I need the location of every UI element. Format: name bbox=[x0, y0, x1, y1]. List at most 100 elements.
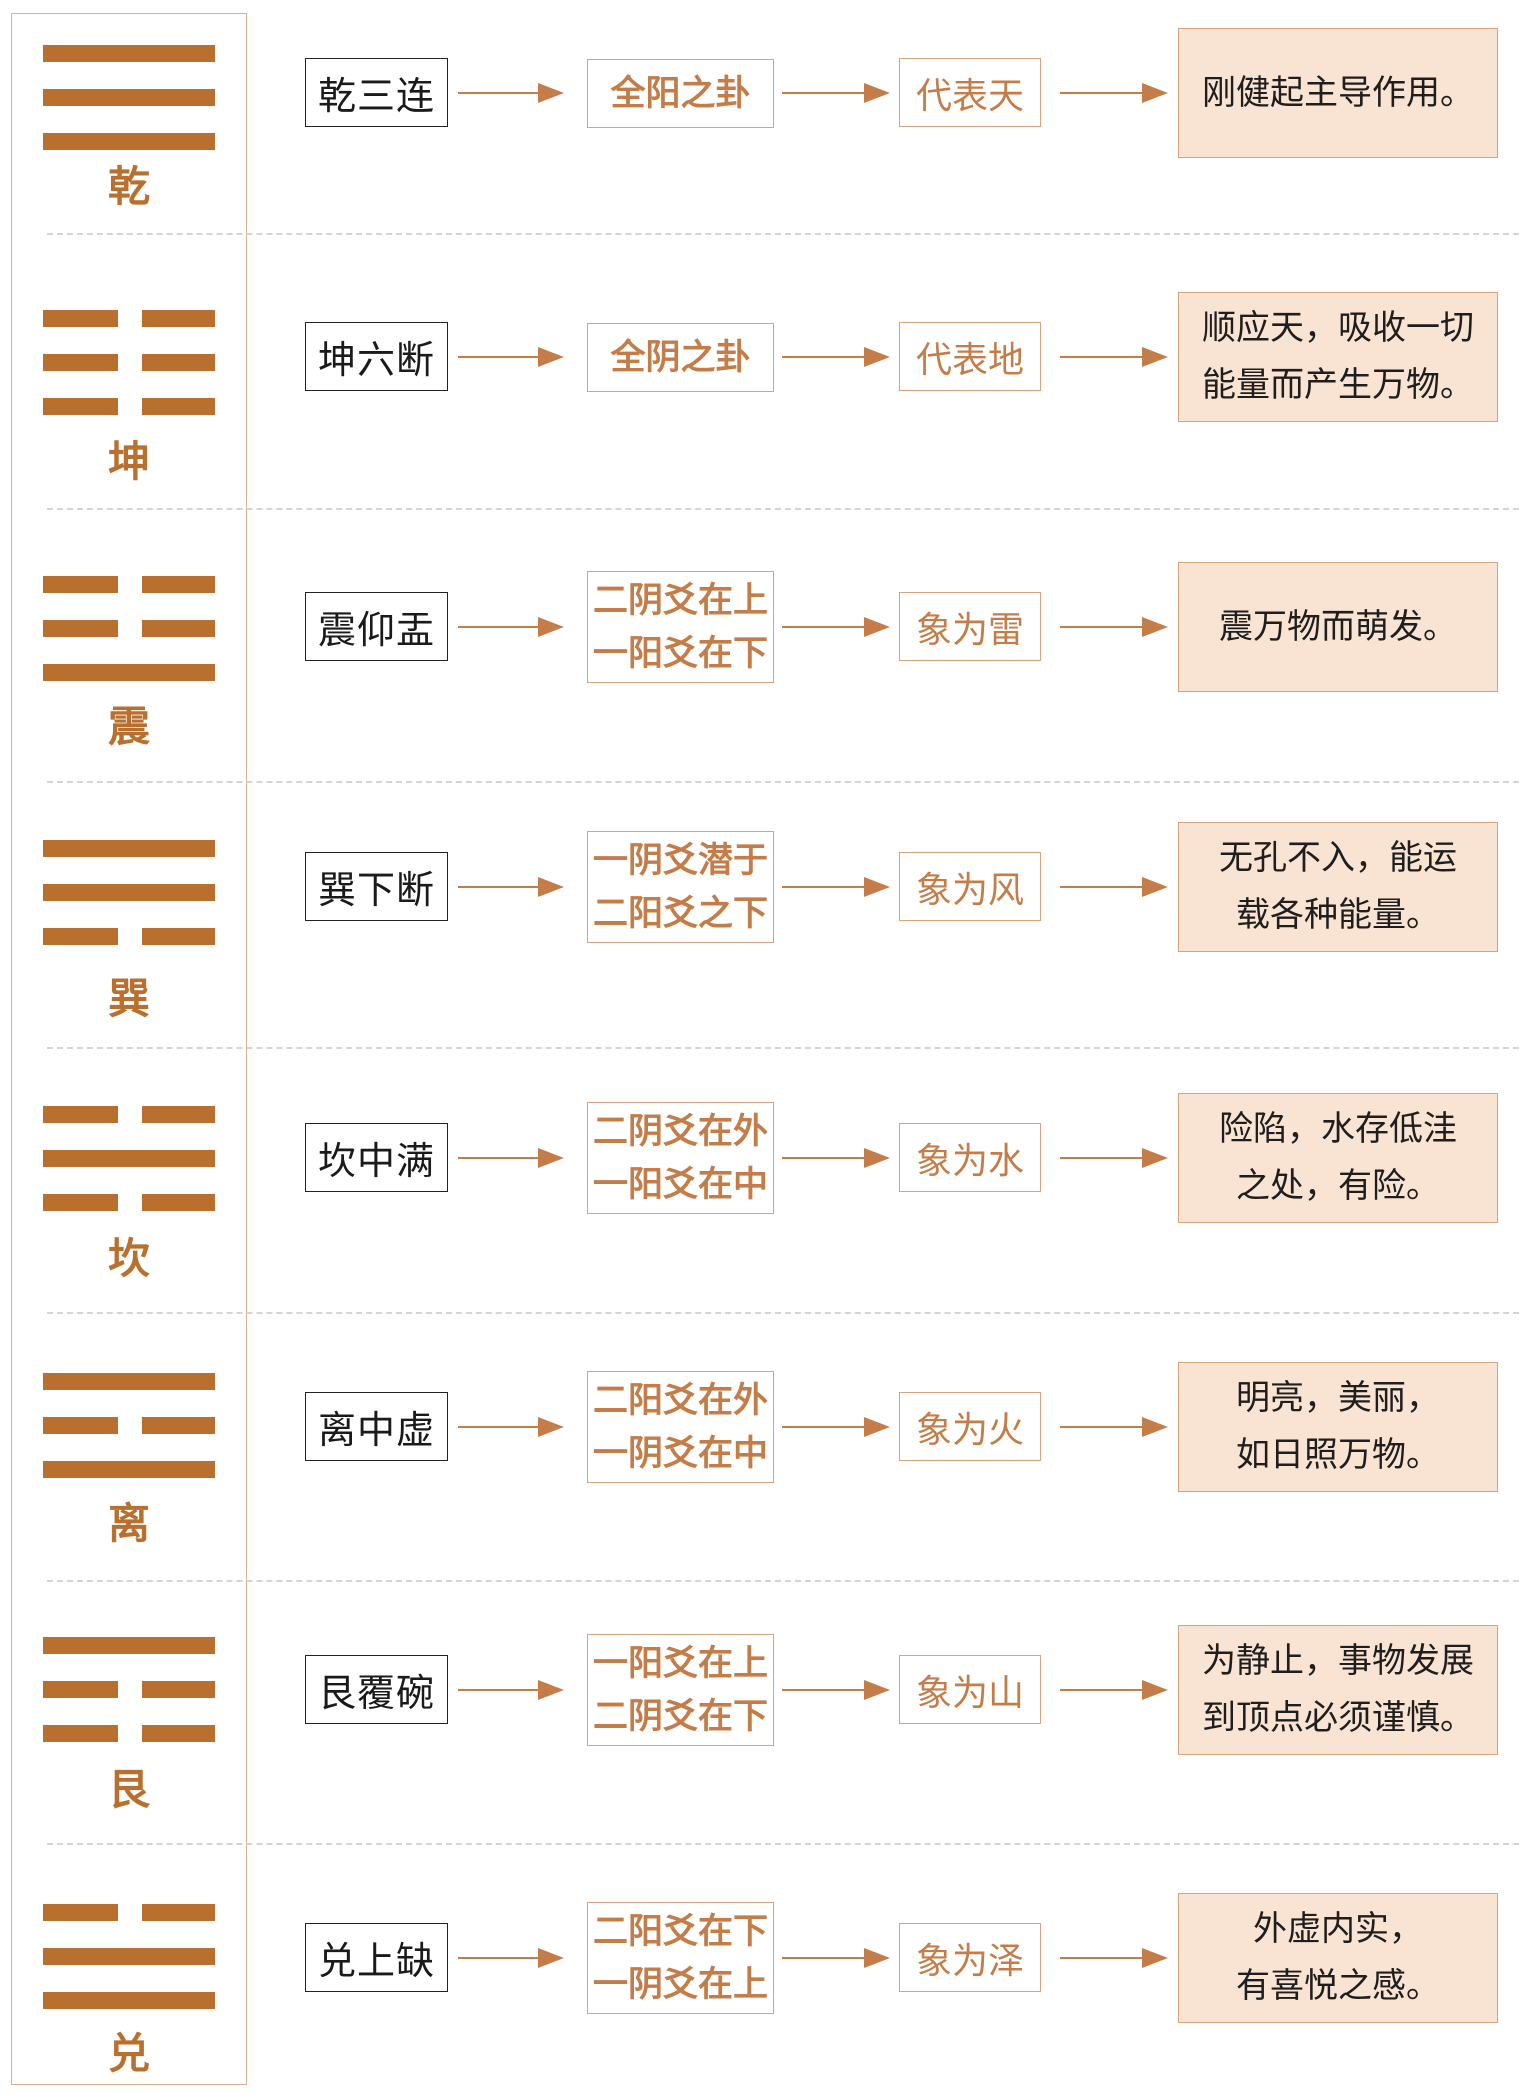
yao-description-box: 二阴爻在上一阳爻在下 bbox=[587, 571, 774, 683]
arrow-shaft bbox=[782, 1426, 868, 1428]
arrow-shaft bbox=[782, 1689, 868, 1691]
yin-line-left-segment bbox=[43, 1417, 118, 1434]
yang-line bbox=[43, 1150, 215, 1167]
trigram-symbol bbox=[43, 576, 215, 716]
yao-description-line: 全阴之卦 bbox=[610, 336, 751, 378]
arrow-icon bbox=[458, 347, 564, 367]
yin-line bbox=[43, 1725, 215, 1742]
yao-description-box: 二阴爻在外一阳爻在中 bbox=[587, 1102, 774, 1214]
yao-description-box: 全阴之卦 bbox=[587, 322, 774, 392]
meaning-line: 有喜悦之感。 bbox=[1236, 1966, 1440, 2006]
mnemonic-box: 坎中满 bbox=[305, 1123, 448, 1192]
yin-line-left-segment bbox=[43, 1106, 118, 1123]
yao-description-line: 二阴爻在下 bbox=[592, 1696, 768, 1737]
arrow-icon bbox=[1060, 1417, 1168, 1437]
yin-line-right-segment bbox=[142, 928, 215, 945]
arrow-head bbox=[864, 347, 890, 367]
trigram-column-frame bbox=[11, 13, 247, 2085]
yin-line bbox=[43, 1106, 215, 1123]
yin-line-left-segment bbox=[43, 354, 118, 371]
meaning-box: 刚健起主导作用。 bbox=[1178, 28, 1498, 158]
yin-line-right-segment bbox=[142, 1106, 215, 1123]
yao-description-box: 一阳爻在上二阴爻在下 bbox=[587, 1634, 774, 1746]
trigram-name: 乾 bbox=[107, 162, 150, 211]
trigram-name: 巽 bbox=[107, 974, 150, 1023]
arrow-shaft bbox=[782, 1157, 868, 1159]
meaning-box: 外虚内实， 有喜悦之感。 bbox=[1178, 1893, 1498, 2023]
arrow-icon bbox=[458, 1680, 564, 1700]
yang-line-segment bbox=[43, 884, 215, 901]
arrow-shaft bbox=[782, 1957, 868, 1959]
arrow-shaft bbox=[1060, 1426, 1146, 1428]
meaning-line: 外虚内实， bbox=[1253, 1909, 1423, 1949]
arrow-shaft bbox=[458, 1689, 542, 1691]
arrow-head bbox=[1142, 877, 1168, 897]
arrow-head bbox=[864, 1948, 890, 1968]
yang-line bbox=[43, 1461, 215, 1478]
arrow-shaft bbox=[1060, 1957, 1146, 1959]
yang-line-segment bbox=[43, 1637, 215, 1654]
arrow-head bbox=[1142, 1417, 1168, 1437]
yao-description-line: 一阴爻在上 bbox=[592, 1964, 768, 2005]
meaning-box: 震万物而萌发。 bbox=[1178, 562, 1498, 692]
arrow-icon bbox=[1060, 347, 1168, 367]
yang-line bbox=[43, 45, 215, 62]
yin-line-right-segment bbox=[142, 620, 215, 637]
yin-line bbox=[43, 576, 215, 593]
yin-line bbox=[43, 310, 215, 327]
arrow-head bbox=[538, 617, 564, 637]
arrow-head bbox=[864, 1680, 890, 1700]
trigram-symbol bbox=[43, 310, 215, 450]
meaning-box: 险陷，水存低洼之处，有险。 bbox=[1178, 1093, 1498, 1223]
row-divider bbox=[47, 1047, 1519, 1049]
arrow-icon bbox=[1060, 83, 1168, 103]
yao-description-box: 二阳爻在下一阴爻在上 bbox=[587, 1902, 774, 2014]
arrow-shaft bbox=[458, 356, 542, 358]
meaning-line: 为静止，事物发展 bbox=[1202, 1641, 1474, 1681]
arrow-icon bbox=[1060, 1148, 1168, 1168]
yin-line-left-segment bbox=[43, 1904, 118, 1921]
yang-line bbox=[43, 1948, 215, 1965]
arrow-head bbox=[538, 1417, 564, 1437]
arrow-icon bbox=[1060, 1680, 1168, 1700]
mnemonic-box: 乾三连 bbox=[305, 58, 448, 127]
arrow-shaft bbox=[458, 1426, 542, 1428]
trigram-symbol bbox=[43, 1106, 215, 1246]
yin-line-right-segment bbox=[142, 1904, 215, 1921]
yin-line-left-segment bbox=[43, 398, 118, 415]
yao-description-line: 一阳爻在下 bbox=[592, 633, 768, 674]
meaning-line: 能量而产生万物。 bbox=[1202, 365, 1474, 405]
yang-line bbox=[43, 89, 215, 106]
symbol-box: 象为山 bbox=[899, 1655, 1041, 1724]
arrow-head bbox=[538, 877, 564, 897]
arrow-head bbox=[864, 877, 890, 897]
yang-line bbox=[43, 1992, 215, 2009]
yang-line bbox=[43, 1373, 215, 1390]
mnemonic-box: 震仰盂 bbox=[305, 592, 448, 661]
row-divider bbox=[47, 1312, 1519, 1314]
yin-line-right-segment bbox=[142, 1681, 215, 1698]
arrow-icon bbox=[782, 1948, 890, 1968]
trigram-name: 震 bbox=[107, 702, 150, 751]
meaning-line: 明亮，美丽， bbox=[1236, 1378, 1440, 1418]
symbol-box: 象为水 bbox=[899, 1123, 1041, 1192]
yang-line-segment bbox=[43, 45, 215, 62]
symbol-box: 象为雷 bbox=[899, 592, 1041, 661]
trigram-symbol bbox=[43, 1904, 215, 2044]
symbol-box: 代表地 bbox=[899, 322, 1041, 391]
yin-line-right-segment bbox=[142, 354, 215, 371]
yang-line bbox=[43, 664, 215, 681]
symbol-box: 代表天 bbox=[899, 58, 1041, 127]
yin-line bbox=[43, 398, 215, 415]
arrow-icon bbox=[782, 1680, 890, 1700]
arrow-head bbox=[1142, 1148, 1168, 1168]
trigram-symbol bbox=[43, 1373, 215, 1513]
arrow-shaft bbox=[1060, 886, 1146, 888]
yang-line-segment bbox=[43, 1992, 215, 2009]
arrow-head bbox=[864, 1148, 890, 1168]
trigram-symbol bbox=[43, 840, 215, 980]
trigram-symbol bbox=[43, 1637, 215, 1777]
arrow-head bbox=[1142, 1680, 1168, 1700]
arrow-shaft bbox=[458, 886, 542, 888]
yin-line-left-segment bbox=[43, 1681, 118, 1698]
